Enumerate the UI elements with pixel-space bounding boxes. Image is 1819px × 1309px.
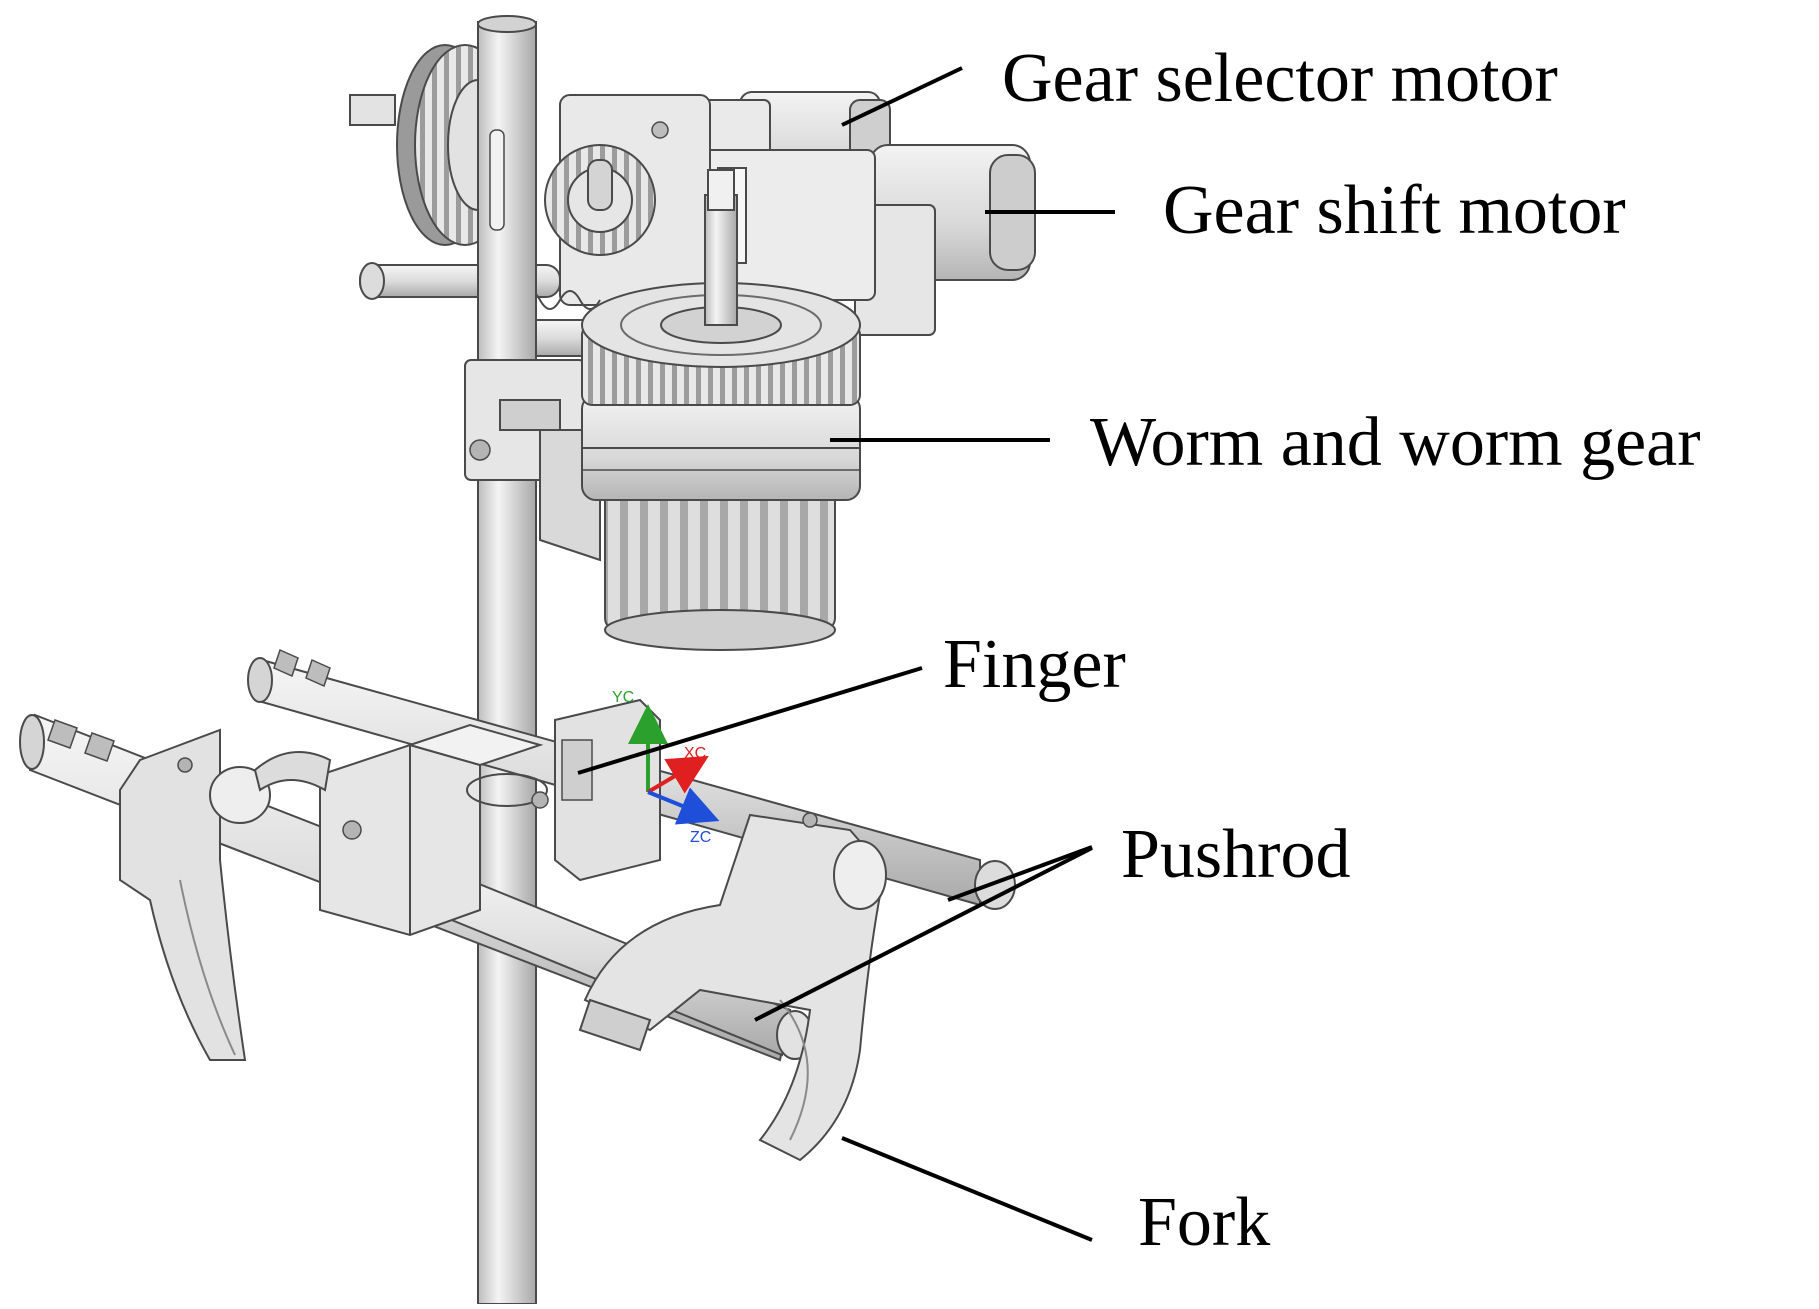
leader-pushrod-lower	[754, 846, 1093, 1022]
label-worm-and-worm-gear: Worm and worm gear	[1090, 404, 1701, 481]
label-gear-selector-motor: Gear selector motor	[1002, 40, 1558, 117]
worm-gear	[581, 169, 861, 651]
axis-y-label: YC	[612, 689, 634, 706]
leader-finger	[577, 666, 923, 775]
axis-x-line	[646, 755, 709, 794]
label-gear-shift-motor: Gear shift motor	[1163, 172, 1626, 249]
left-fork	[119, 728, 332, 1061]
coordinate-triad: YC XC ZC	[612, 689, 720, 846]
leader-lines	[577, 66, 1115, 1242]
spur-gear-small	[544, 144, 656, 256]
label-finger: Finger	[943, 626, 1126, 703]
axis-z-label: ZC	[690, 829, 711, 846]
leader-pushrod-upper	[947, 845, 1093, 902]
leader-fork	[841, 1136, 1093, 1242]
axis-z-line	[647, 787, 720, 825]
right-fork	[578, 812, 887, 1162]
label-pushrod: Pushrod	[1121, 816, 1351, 893]
main-shaft	[477, 15, 537, 1305]
selector-block	[319, 723, 544, 937]
leader-gear-selector-motor	[841, 66, 963, 127]
label-fork: Fork	[1138, 1184, 1271, 1261]
axis-x-label: XC	[684, 745, 706, 762]
